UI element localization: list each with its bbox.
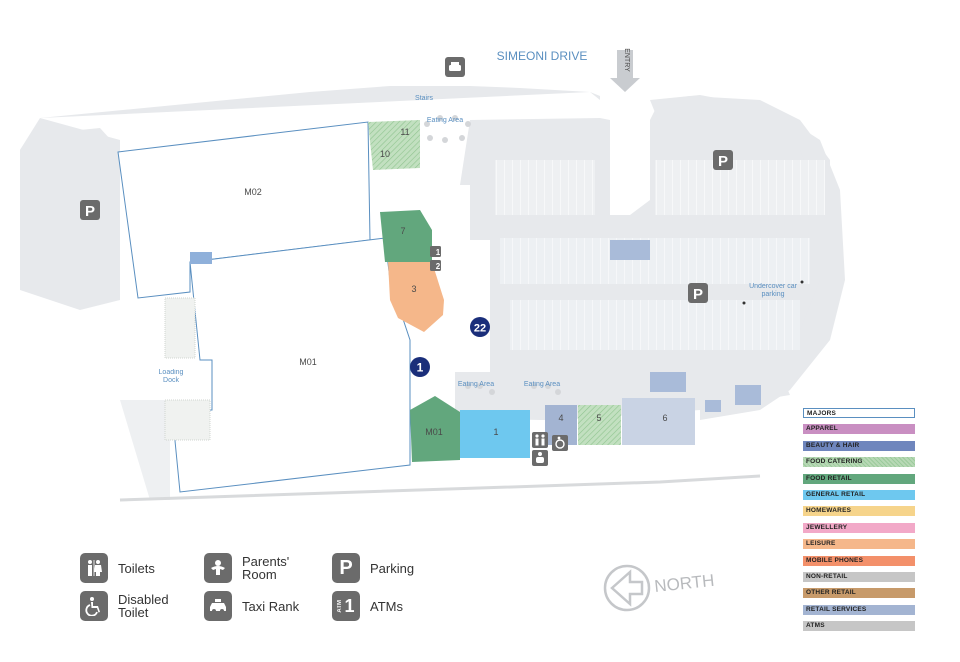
taxi-icon — [204, 591, 232, 621]
store-label: 11 — [400, 127, 409, 137]
store-label: 6 — [662, 413, 667, 423]
legend-category-jewellery: JEWELLERY — [803, 522, 915, 533]
parking-bays — [495, 160, 825, 412]
baby-icon — [204, 553, 232, 583]
north-label: NORTH — [653, 571, 715, 596]
legend-category-other-retail: OTHER RETAIL — [803, 588, 915, 599]
parking-icon: P — [713, 150, 733, 170]
legend-category-homewares: HOMEWARES — [803, 506, 915, 517]
wheelchair-icon — [552, 435, 568, 451]
parking-icon: P — [688, 283, 708, 303]
legend-taxi-rank: Taxi Rank — [204, 591, 299, 621]
store-label: 10 — [380, 149, 390, 159]
taxi-icon — [445, 57, 465, 77]
store-label: M01 — [299, 357, 317, 367]
legend-parents-room: Parents' Room — [204, 553, 296, 583]
svg-text:22: 22 — [474, 323, 486, 335]
legend-category-food-catering: FOOD CATERING — [803, 457, 915, 468]
legend-toilets: Toilets — [80, 553, 155, 583]
legend-category-food-retail: FOOD RETAIL — [803, 473, 915, 484]
legend-category-non-retail: NON-RETAIL — [803, 571, 915, 582]
svg-text:P: P — [693, 286, 703, 303]
category-legend: MAJORS APPAREL BEAUTY & HAIR FOOD CATERING F… — [803, 408, 915, 637]
street-label: SIMEONI DRIVE — [497, 49, 588, 63]
toilets-icon — [532, 432, 548, 448]
legend-label: Taxi Rank — [242, 598, 300, 614]
svg-text:P: P — [85, 203, 95, 220]
store-m01-food[interactable] — [410, 396, 460, 462]
svg-text:1: 1 — [417, 361, 424, 375]
eating-area-label-north: Eating Area — [427, 117, 463, 124]
store-5[interactable] — [578, 405, 621, 445]
legend-category-atms: ATMS — [803, 621, 915, 632]
entry-arrow-icon: ENTRY — [610, 48, 640, 92]
north-compass-icon: NORTH — [603, 564, 715, 612]
site-boundary — [119, 474, 761, 502]
store-6[interactable] — [622, 398, 695, 445]
store-1[interactable] — [460, 410, 530, 458]
atm-icon: 1 — [430, 246, 441, 257]
legend-category-retail-services: RETAIL SERVICES — [803, 604, 915, 615]
legend-category-majors: MAJORS — [803, 408, 915, 418]
store-label: M02 — [244, 187, 262, 197]
baby-icon — [532, 450, 548, 466]
stairs-label: Stairs — [415, 95, 433, 102]
store-3[interactable] — [388, 262, 444, 332]
parking-icon: P — [332, 553, 360, 583]
eating-area-label-west: Eating Area — [458, 381, 494, 388]
legend-disabled-toilet: Disabled Toilet — [80, 591, 180, 621]
svg-text:1: 1 — [436, 248, 441, 257]
store-label: 3 — [411, 284, 416, 294]
eating-area-dots — [424, 115, 561, 395]
entrance-marker[interactable]: 22 — [470, 317, 490, 337]
svg-text:P: P — [718, 153, 728, 170]
atm-icon: 2 — [430, 260, 441, 271]
legend-parking: P Parking — [332, 553, 414, 583]
svg-text:2: 2 — [436, 262, 441, 271]
legend-label: ATMs — [370, 598, 403, 614]
toilets-icon — [80, 553, 108, 583]
legend-category-beauty-hair: BEAUTY & HAIR — [803, 440, 915, 451]
legend-category-mobile-phones: MOBILE PHONES — [803, 555, 915, 566]
legend-label: Disabled Toilet — [118, 592, 169, 620]
parking-icon: P — [80, 200, 100, 220]
legend-label: Toilets — [118, 560, 155, 576]
legend-category-leisure: LEISURE — [803, 539, 915, 550]
eating-area-label-east: Eating Area — [524, 381, 560, 388]
store-label: 5 — [596, 413, 601, 423]
undercover-parking-label: Undercover car parking — [749, 283, 797, 298]
store-m01-major[interactable] — [171, 237, 411, 493]
loading-dock-label: Loading Dock — [159, 369, 184, 384]
store-label: M01 — [425, 427, 443, 437]
wheelchair-icon — [80, 591, 108, 621]
store-7[interactable] — [380, 210, 432, 262]
legend-label: Parking — [370, 560, 415, 576]
store-label: 1 — [493, 427, 498, 437]
store-label: 4 — [558, 413, 563, 423]
legend-category-general-retail: GENERAL RETAIL — [803, 489, 915, 500]
entrance-marker[interactable]: 1 — [410, 357, 430, 377]
legend-category-apparel: APPAREL — [803, 424, 915, 435]
entry-label: ENTRY — [623, 48, 630, 72]
store-10-11[interactable] — [368, 120, 420, 170]
store-label: 7 — [400, 226, 405, 236]
legend-label: Parents' Room — [242, 554, 290, 582]
